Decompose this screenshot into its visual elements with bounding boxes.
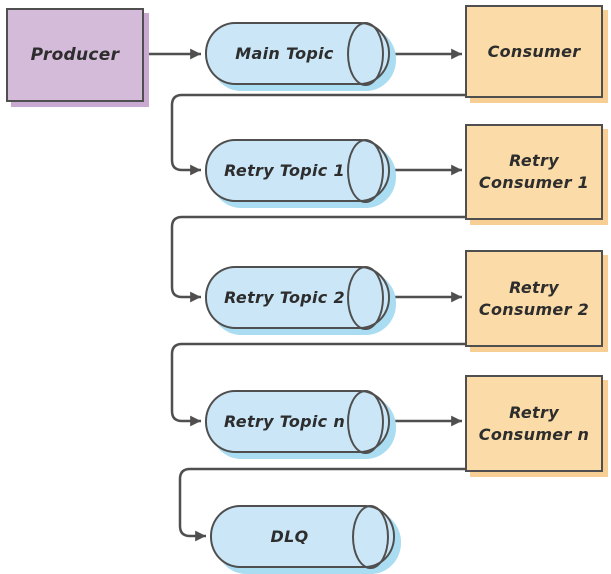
retry-consumer-2-node: Retry Consumer 2 (465, 250, 603, 347)
cylinder-end-ellipse (347, 138, 384, 203)
dlq-node: DLQ (210, 504, 395, 569)
consumer-node: Consumer (465, 5, 603, 98)
retry-topic-n-node: Retry Topic n (205, 389, 390, 454)
cylinder-end-ellipse (347, 389, 384, 454)
retry-topic-n-label: Retry Topic n (223, 411, 346, 431)
retry-topic-2-node: Retry Topic 2 (205, 265, 390, 330)
edge-retry-consumer-1-to-retry-topic-2 (170, 215, 465, 303)
cylinder-end-ellipse (347, 265, 384, 330)
retry-consumer-n-label: Retry Consumer n (478, 402, 590, 444)
producer-node: Producer (6, 8, 144, 102)
main-topic-node: Main Topic (205, 21, 390, 86)
retry-consumer-1-label: Retry Consumer 1 (478, 151, 590, 192)
retry-topic-2-label: Retry Topic 2 (224, 287, 345, 307)
producer-label: Producer (30, 44, 120, 65)
cylinder-end-ellipse (352, 504, 389, 569)
edge-consumer-to-retry-topic-1 (170, 93, 465, 176)
retry-consumer-n-node: Retry Consumer n (465, 375, 603, 472)
retry-consumer-1-node: Retry Consumer 1 (465, 124, 603, 220)
dlq-label: DLQ (270, 526, 309, 546)
retry-consumer-2-label: Retry Consumer 2 (478, 277, 590, 319)
retry-topic-1-node: Retry Topic 1 (205, 138, 390, 203)
edge-retry-consumer-2-to-retry-topic-n (170, 342, 465, 427)
main-topic-label: Main Topic (235, 43, 334, 63)
edge-retry-consumer-n-to-dlq (178, 467, 465, 542)
consumer-label: Consumer (487, 41, 581, 61)
retry-topic-1-label: Retry Topic 1 (224, 160, 345, 180)
cylinder-end-ellipse (347, 21, 384, 86)
